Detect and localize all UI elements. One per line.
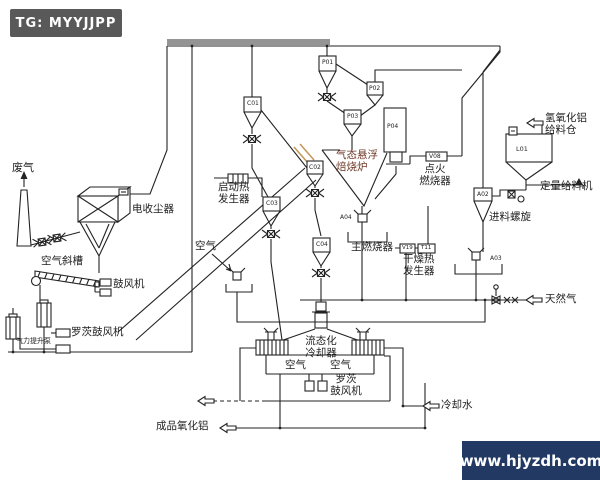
label-product-alumina: 成品氧化铝 bbox=[156, 420, 209, 432]
cyclone-p02 bbox=[359, 69, 462, 117]
cyclone-c02 bbox=[293, 143, 325, 237]
vent-arrow-icon bbox=[197, 395, 215, 407]
cyclone-c03 bbox=[261, 196, 283, 341]
label-waste-gas: 废气 bbox=[12, 161, 34, 174]
main-burner-a04 bbox=[347, 206, 388, 300]
label-blower: 鼓风机 bbox=[113, 278, 145, 290]
natural-gas-piping bbox=[236, 253, 526, 323]
tag-c01: C01 bbox=[247, 100, 259, 107]
tag-v08: V08 bbox=[429, 153, 441, 160]
blower-unit bbox=[94, 278, 112, 297]
label-air-chute: 空气斜槽 bbox=[41, 255, 83, 267]
tag-c03: C03 bbox=[266, 200, 278, 207]
drying-heat-generator bbox=[395, 206, 436, 254]
cyclone-c04 bbox=[311, 237, 331, 329]
tag-c02: C02 bbox=[309, 164, 321, 171]
tg-badge: TG: MYYJJPP bbox=[10, 9, 122, 37]
tag-v19: V19 bbox=[402, 245, 413, 251]
label-main-burner: 主燃烧器 bbox=[351, 241, 393, 253]
label-startup-heat-generator: 启动热 发生器 bbox=[218, 181, 250, 206]
label-air-lift-pump: 气力提升泵 bbox=[16, 337, 51, 345]
natural-gas-arrow-icon bbox=[525, 294, 543, 306]
furnace-riser-ducts bbox=[117, 167, 317, 341]
air-lift-pump-vessels bbox=[5, 299, 52, 352]
tag-p03: P03 bbox=[347, 113, 359, 120]
tag-a04: A04 bbox=[340, 214, 352, 221]
label-ignition-burner: 点火 燃烧器 bbox=[419, 163, 451, 188]
startup-heat-generator bbox=[211, 173, 263, 293]
fluidized-cooler bbox=[255, 327, 385, 392]
calciner-vessel-p04 bbox=[374, 107, 410, 200]
tag-l01: L01 bbox=[516, 145, 528, 153]
tag-p04: P04 bbox=[387, 123, 399, 130]
tag-p02: P02 bbox=[369, 85, 381, 92]
label-gsc-furnace: 气态悬浮 焙烧炉 bbox=[336, 149, 378, 174]
cooling-water-piping bbox=[213, 347, 426, 429]
cyclone-p01 bbox=[317, 46, 369, 115]
tag-p01: P01 bbox=[322, 59, 334, 66]
hydroxide-feed-arrow-icon bbox=[526, 117, 544, 129]
label-dosing-feeder: 定量给料机 bbox=[540, 180, 593, 192]
label-cooling-water: 冷却水 bbox=[441, 399, 473, 411]
cyclone-p03 bbox=[343, 109, 362, 150]
electrostatic-precipitator bbox=[76, 185, 132, 273]
label-natural-gas: 天然气 bbox=[545, 293, 577, 305]
tag-c04: C04 bbox=[316, 241, 328, 248]
label-air-cooler-right: 空气 bbox=[330, 359, 351, 371]
junction-dots bbox=[11, 44, 487, 430]
ignition-burner-v08 bbox=[409, 151, 463, 164]
label-roots-blower-bottom: 罗茨 鼓风机 bbox=[330, 373, 362, 398]
label-roots-blower-left: 罗茨鼓风机 bbox=[71, 326, 124, 338]
tag-a03: A03 bbox=[490, 255, 502, 262]
feed-cyclone-a02 bbox=[454, 187, 503, 275]
label-feed-screw: 进料螺旋 bbox=[489, 211, 531, 223]
roots-blower-left-unit bbox=[19, 328, 71, 354]
top-exhaust-duct bbox=[8, 39, 501, 353]
cyclone-c01 bbox=[242, 46, 308, 198]
air-chute bbox=[30, 270, 100, 303]
gsc-furnace-cone bbox=[321, 149, 388, 208]
label-drying-heat-generator: 干燥热 发生器 bbox=[403, 253, 435, 278]
label-air-cooler-left: 空气 bbox=[285, 359, 306, 371]
tag-a02: A02 bbox=[477, 191, 489, 198]
label-alumina-hydroxide-bin: 氢氧化铝 给料仓 bbox=[545, 112, 587, 137]
product-arrow-icon bbox=[219, 422, 237, 434]
label-fluidized-cooler: 流态化 冷却器 bbox=[305, 335, 337, 360]
feed-bin-l01 bbox=[492, 123, 584, 203]
label-esp: 电收尘器 bbox=[132, 203, 174, 215]
label-air-mid: 空气 bbox=[195, 240, 216, 252]
tag-t11: T11 bbox=[421, 245, 432, 251]
chimney bbox=[16, 171, 81, 248]
watermark: www.hjyzdh.com bbox=[460, 441, 600, 480]
